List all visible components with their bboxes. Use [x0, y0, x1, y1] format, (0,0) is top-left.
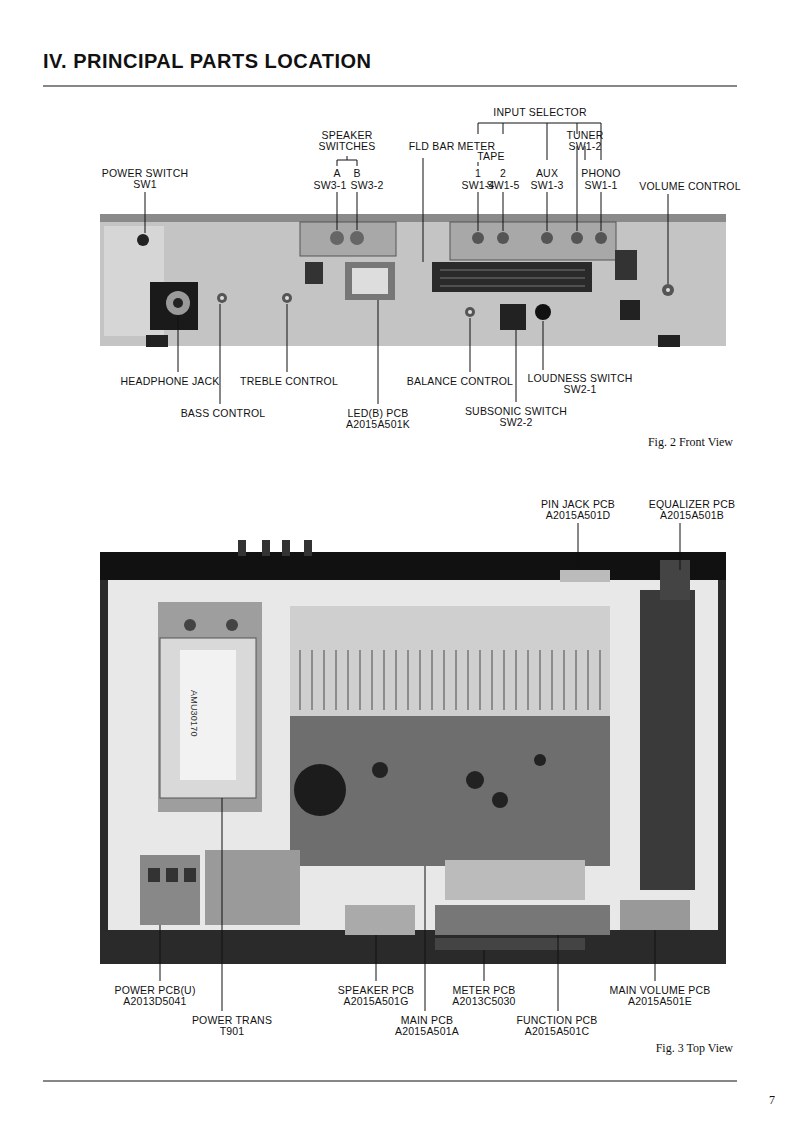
part-label: SW1-2 [568, 140, 601, 152]
part-label: EQUALIZER PCB [649, 498, 736, 510]
figure-caption: Fig. 3 Top View [656, 1042, 733, 1054]
part-label: TREBLE CONTROL [240, 375, 338, 387]
part-label: SUBSONIC SWITCH [465, 405, 567, 417]
part-label: A2015A501K [346, 418, 410, 430]
part-label: HEADPHONE JACK [120, 375, 219, 387]
part-label: MAIN PCB [401, 1014, 453, 1026]
part-marking: AMU30170 [188, 690, 200, 737]
part-label: TAPE [477, 150, 504, 162]
part-label: METER PCB [452, 984, 515, 996]
part-label: PIN JACK PCB [541, 498, 615, 510]
part-label: A2013D5041 [123, 995, 186, 1007]
part-label: SWITCHES [318, 140, 375, 152]
part-label: A2015A501A [395, 1025, 459, 1037]
part-label: SW1-3 [530, 179, 563, 191]
part-label: 1 [475, 167, 481, 179]
part-label: INPUT SELECTOR [493, 106, 586, 118]
part-label: FUNCTION PCB [516, 1014, 597, 1026]
part-label: SW3-1 [313, 179, 346, 191]
figure-caption: 7 [769, 1094, 775, 1106]
part-label: SW1 [133, 178, 156, 190]
part-label: B [353, 167, 360, 179]
part-label: LED(B) PCB [348, 407, 409, 419]
part-label: A2013C5030 [452, 995, 515, 1007]
part-label: SPEAKER PCB [338, 984, 414, 996]
part-label: BALANCE CONTROL [407, 375, 513, 387]
part-label: MAIN VOLUME PCB [609, 984, 710, 996]
part-label: SW1-5 [486, 179, 519, 191]
part-label: A2015A501B [660, 509, 724, 521]
part-label: A2015A501C [525, 1025, 589, 1037]
part-label: A2015A501E [628, 995, 692, 1007]
part-label: SPEAKER [321, 129, 372, 141]
part-label: 2 [500, 167, 506, 179]
page-title: IV. PRINCIPAL PARTS LOCATION [43, 50, 371, 73]
part-label: TUNER [566, 129, 603, 141]
part-label: SW3-2 [350, 179, 383, 191]
part-label: LOUDNESS SWITCH [527, 372, 632, 384]
part-label: A [333, 167, 340, 179]
part-label: VOLUME CONTROL [639, 180, 740, 192]
figure-caption: Fig. 2 Front View [648, 436, 733, 448]
part-label: SW2-2 [499, 416, 532, 428]
part-label: AUX [536, 167, 558, 179]
part-label: A2015A501D [546, 509, 610, 521]
part-label: A2015A501G [343, 995, 408, 1007]
part-label: POWER SWITCH [102, 167, 188, 179]
part-label: SW1-1 [584, 179, 617, 191]
part-label: POWER PCB(U) [114, 984, 195, 996]
part-label: BASS CONTROL [181, 407, 266, 419]
part-label: T901 [220, 1025, 245, 1037]
part-label: SW2-1 [563, 383, 596, 395]
part-label: PHONO [581, 167, 621, 179]
part-label: POWER TRANS [192, 1014, 272, 1026]
